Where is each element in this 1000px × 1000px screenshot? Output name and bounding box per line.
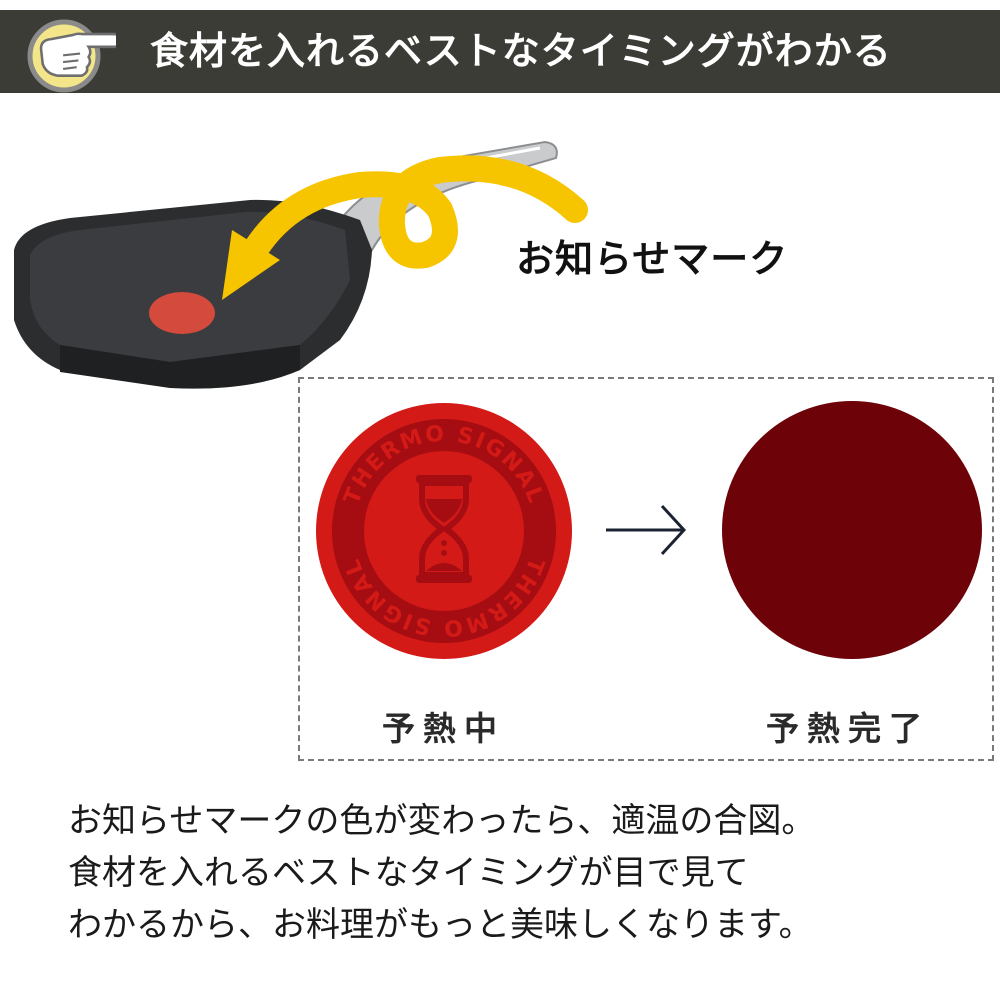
preheating-label: 予熱中 (382, 709, 505, 748)
hourglass-icon (416, 475, 472, 583)
frying-pan-image (0, 130, 600, 400)
comparison-panel (298, 377, 994, 761)
notification-mark-label: お知らせマーク (516, 237, 789, 281)
preheat-complete-label: 予熱完了 (766, 709, 930, 748)
thermo-signal-after-badge (722, 401, 982, 659)
right-arrow-icon (604, 502, 688, 558)
description-line: お知らせマークの色が変わったら、適温の合図。 (68, 801, 816, 841)
description-line: 食材を入れるベストなタイミングが目で見て (68, 853, 749, 893)
description-text: お知らせマークの色が変わったら、適温の合図。 食材を入れるベストなタイミングが目… (68, 795, 988, 951)
pointing-hand-icon (24, 6, 124, 98)
banner-title: 食材を入れるベストなタイミングがわかる (150, 29, 892, 73)
description-line: わかるから、お料理がもっと美味しくなります。 (68, 905, 813, 945)
thermo-signal-before-badge: THERMO SIGNAL THERMO SIGNAL (316, 403, 572, 659)
header-banner (0, 10, 1000, 93)
